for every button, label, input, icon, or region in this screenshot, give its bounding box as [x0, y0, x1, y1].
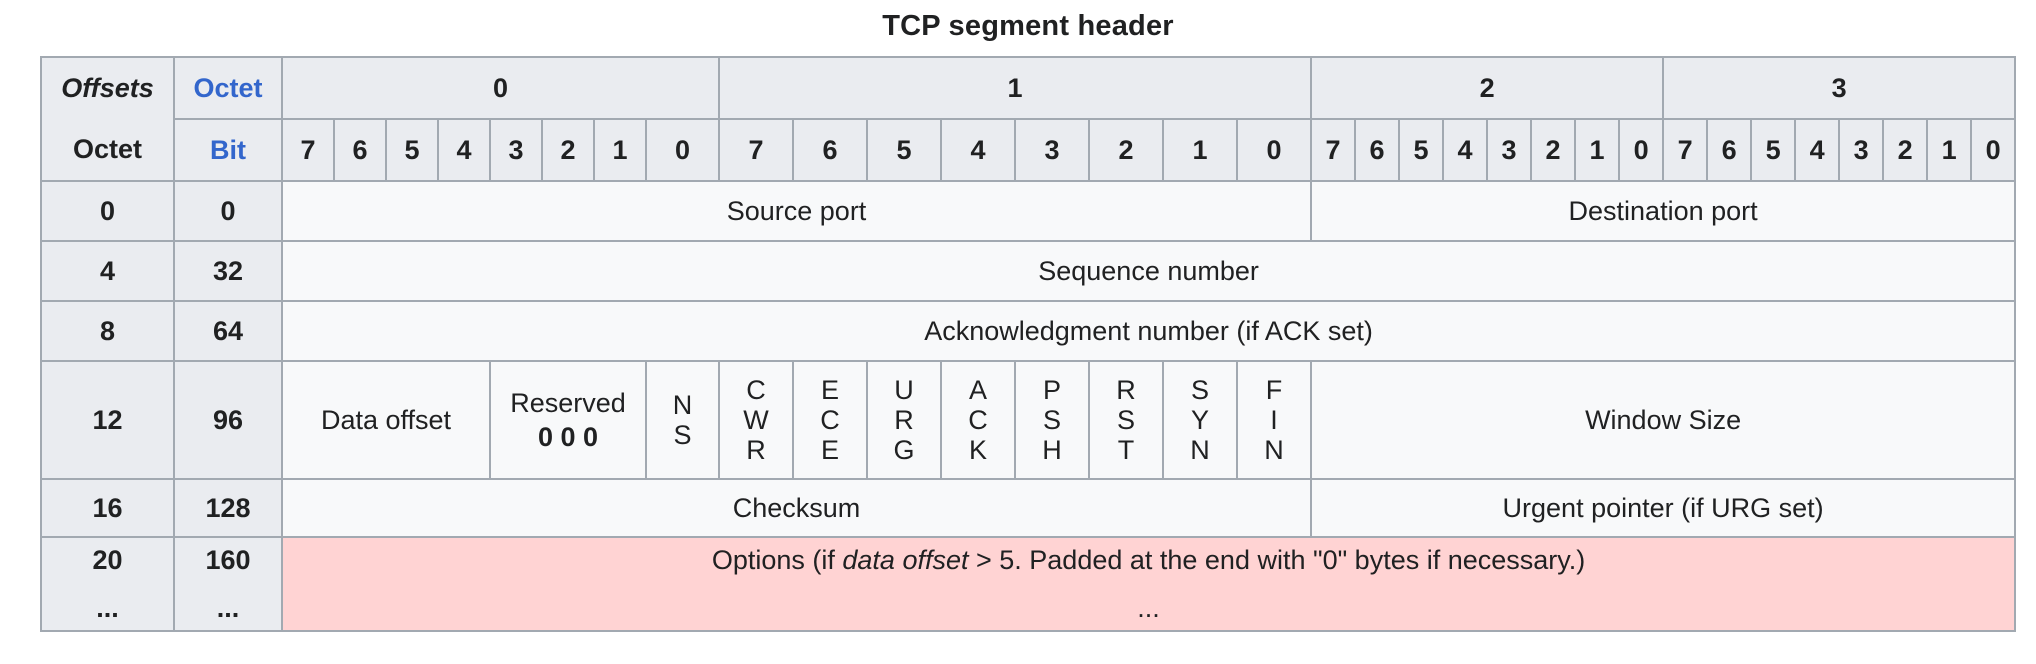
reserved-value: 0 0 0: [537, 422, 599, 452]
options-text: Options (if data offset > 5. Padded at t…: [284, 544, 2013, 576]
offset-bit-cell: 128: [173, 478, 283, 538]
bit-header: 5: [866, 118, 943, 182]
bit-header: 7: [718, 118, 795, 182]
row-offset-8: 8 64 Acknowledgment number (if ACK set): [40, 300, 2017, 362]
field-sequence-number: Sequence number: [280, 240, 2017, 302]
bit-header: 2: [1882, 118, 1929, 182]
field-source-port: Source port: [280, 180, 1313, 242]
bit-header: 2: [541, 118, 595, 182]
row-offset-16: 16 128 Checksum Urgent pointer (if URG s…: [40, 478, 2017, 538]
bit-header: 6: [1706, 118, 1753, 182]
bit-header: 1: [1574, 118, 1621, 182]
bit-header: 6: [333, 118, 387, 182]
offset-bit-cell: 160 ...: [173, 536, 283, 632]
field-urgent-pointer: Urgent pointer (if URG set): [1310, 478, 2017, 538]
field-data-offset: Data offset: [281, 360, 491, 480]
bit-header: 4: [437, 118, 491, 182]
row-offset-4: 4 32 Sequence number: [40, 240, 2017, 302]
octet-header-0: 0: [280, 56, 721, 120]
bit-header: 0: [1236, 118, 1313, 182]
field-checksum: Checksum: [280, 478, 1313, 538]
corner-offsets-label: Offsets: [61, 73, 154, 103]
octet-axis-cell: Octet: [173, 56, 283, 120]
diagram-container: TCP segment header Offsets Octet Octet 0…: [40, 10, 2017, 632]
offset-bit-cell: 32: [173, 240, 283, 302]
bit-header: 7: [1310, 118, 1357, 182]
bit-header: 1: [1926, 118, 1973, 182]
bit-header: 3: [1486, 118, 1533, 182]
offset-octet-cell: 4: [40, 240, 175, 302]
bit-header: 4: [1442, 118, 1489, 182]
bit-header-row: Bit 7 6 5 4 3 2 1 0 7 6 5 4 3 2 1 0 7 6 …: [41, 118, 2017, 182]
offset-octet-ellipsis: ...: [96, 592, 119, 623]
options-text-prefix: Options (if: [711, 544, 843, 575]
offset-octet-cell: 16: [40, 478, 175, 538]
offset-octet-cell: 0: [40, 180, 175, 242]
offset-octet-cell: 8: [40, 300, 175, 362]
options-text-italic: data offset: [842, 544, 969, 575]
bit-header: 5: [1398, 118, 1445, 182]
bit-header: 0: [1618, 118, 1665, 182]
bit-header: 3: [489, 118, 543, 182]
offset-bit-cell: 64: [173, 300, 283, 362]
diagram-title: TCP segment header: [882, 10, 1174, 42]
row-offset-20: 20 ... 160 ... Options (if data offset >…: [40, 536, 2017, 632]
tcp-header-table: Offsets Octet Octet 0 1 2 3 Bit 7 6 5 4 …: [40, 56, 2017, 632]
octet-header-2: 2: [1310, 56, 1665, 120]
bit-header: 6: [1354, 118, 1401, 182]
bit-header: 1: [1162, 118, 1239, 182]
offset-bit-cell: 96: [173, 360, 283, 480]
offset-bit-ellipsis: ...: [216, 592, 240, 623]
field-destination-port: Destination port: [1310, 180, 2017, 242]
field-window-size: Window Size: [1310, 360, 2017, 480]
octet-header-row: Offsets Octet Octet 0 1 2 3: [40, 56, 2017, 182]
bit-header: 4: [940, 118, 1017, 182]
bit-header: 6: [792, 118, 869, 182]
offset-octet-cell: 12: [40, 360, 175, 480]
reserved-label: Reserved: [510, 388, 626, 418]
offset-octet-cell: 20 ...: [40, 536, 175, 632]
bit-link[interactable]: Bit: [210, 134, 246, 165]
bit-header: 5: [385, 118, 439, 182]
options-ellipsis: ...: [1137, 592, 1160, 623]
field-reserved: Reserved 0 0 0: [489, 360, 647, 480]
bit-header: 3: [1014, 118, 1091, 182]
bit-header: 2: [1530, 118, 1577, 182]
corner-offsets-octet: Offsets Octet: [40, 56, 175, 182]
bit-axis-cell: Bit: [173, 118, 283, 182]
bit-header: 0: [644, 118, 721, 182]
bit-header: 5: [1750, 118, 1797, 182]
octet-header-3: 3: [1662, 56, 2017, 120]
offset-bit-cell: 0: [173, 180, 283, 242]
offset-bit-value: 160: [205, 544, 251, 575]
bit-header: 7: [1662, 118, 1709, 182]
row-offset-0: 0 0 Source port Destination port: [40, 180, 2017, 242]
bit-header: 0: [1970, 118, 2017, 182]
offset-octet-value: 20: [92, 544, 123, 575]
bit-header: 4: [1794, 118, 1841, 182]
bit-header: 7: [281, 118, 335, 182]
bit-header: 1: [593, 118, 647, 182]
bit-header: 3: [1838, 118, 1885, 182]
bit-header: 2: [1088, 118, 1165, 182]
octet-link[interactable]: Octet: [193, 72, 263, 103]
field-acknowledgment-number: Acknowledgment number (if ACK set): [280, 300, 2017, 362]
octet-header-1: 1: [718, 56, 1313, 120]
corner-octet-label: Octet: [72, 134, 143, 164]
field-options: Options (if data offset > 5. Padded at t…: [280, 536, 2017, 632]
options-text-suffix: > 5. Padded at the end with "0" bytes if…: [968, 544, 1586, 575]
